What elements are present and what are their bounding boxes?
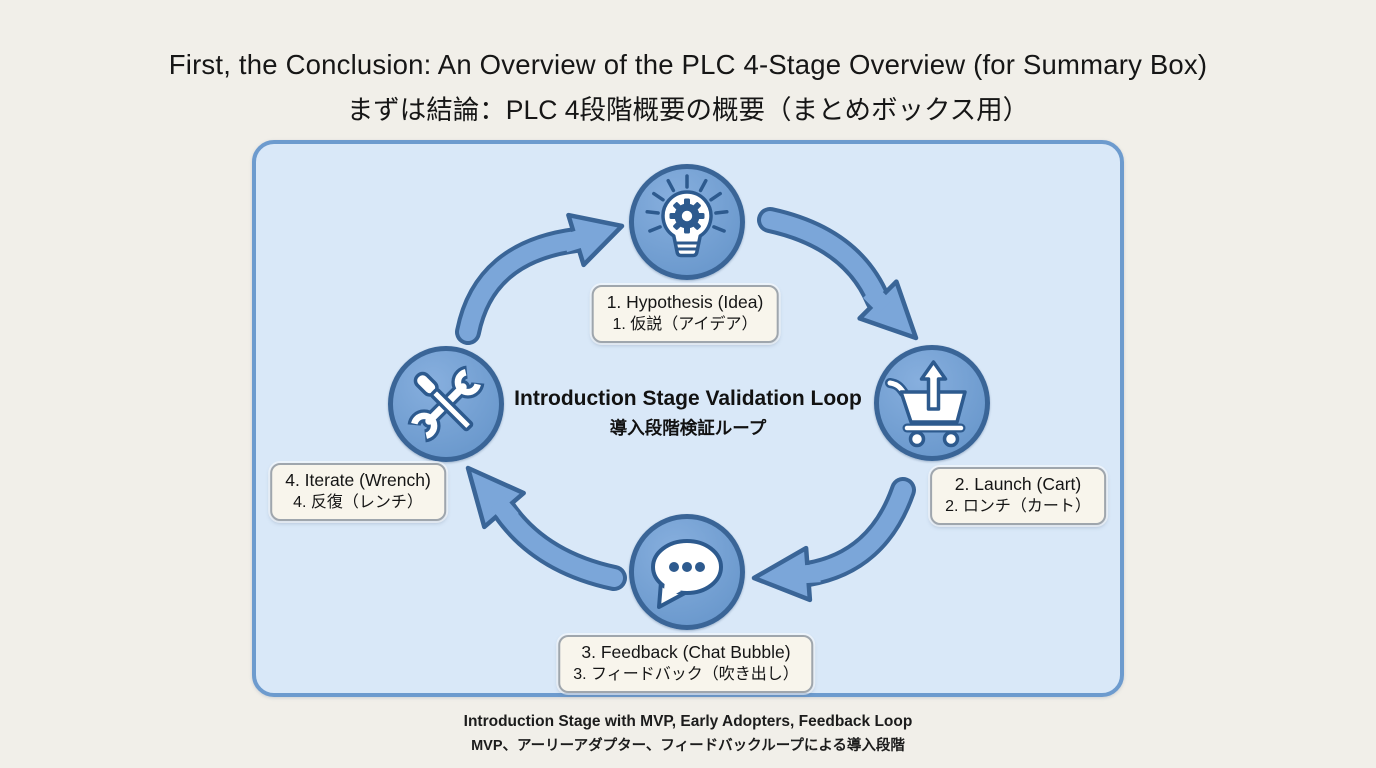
bottom-caption-en: Introduction Stage with MVP, Early Adopt…: [463, 713, 913, 730]
page-title-ja: まずは結論：PLC 4段階概要の概要（まとめボックス用）: [346, 95, 1030, 125]
node-hypothesis: [629, 164, 745, 280]
stage-label-launch-ja: 2. ロンチ（カート）: [945, 498, 1091, 516]
cart-upload-icon: [885, 360, 967, 448]
stage-label-iterate-en: 4. Iterate (Wrench): [285, 470, 431, 490]
bottom-caption-ja: MVP、アーリーアダプター、フィードバックループによる導入段階: [471, 738, 905, 754]
page-title: First, the Conclusion: An Overview of th…: [0, 49, 1376, 127]
stage-label-launch: 2. Launch (Cart) 2. ロンチ（カート）: [930, 467, 1106, 526]
chat-bubble-icon: [651, 539, 723, 609]
stage-label-hypothesis-ja: 1. 仮説（アイデア）: [612, 316, 758, 334]
stage-label-launch-en: 2. Launch (Cart): [954, 474, 1082, 494]
stage-label-feedback: 3. Feedback (Chat Bubble) 3. フィードバック（吹き出…: [558, 635, 814, 694]
stage-label-hypothesis: 1. Hypothesis (Idea) 1. 仮説（アイデア）: [591, 285, 779, 344]
center-label-ja: 導入段階検証ループ: [609, 418, 767, 438]
node-feedback: [629, 514, 745, 630]
node-launch: [874, 345, 990, 461]
stage-label-iterate: 4. Iterate (Wrench) 4. 反復（レンチ）: [270, 463, 446, 522]
page-title-en: First, the Conclusion: An Overview of th…: [168, 49, 1208, 80]
stage-label-feedback-ja: 3. フィードバック（吹き出し）: [573, 666, 799, 684]
wrench-screwdriver-icon: [407, 365, 485, 443]
lightbulb-gear-icon: [645, 174, 729, 258]
bottom-caption: Introduction Stage with MVP, Early Adopt…: [0, 713, 1376, 755]
center-label: Introduction Stage Validation Loop 導入段階検…: [514, 387, 862, 440]
center-label-en: Introduction Stage Validation Loop: [514, 387, 862, 410]
stage-label-hypothesis-en: 1. Hypothesis (Idea): [606, 292, 764, 312]
stage-label-feedback-en: 3. Feedback (Chat Bubble): [581, 642, 791, 662]
node-iterate: [388, 346, 504, 462]
stage-label-iterate-ja: 4. 反復（レンチ）: [293, 494, 423, 512]
